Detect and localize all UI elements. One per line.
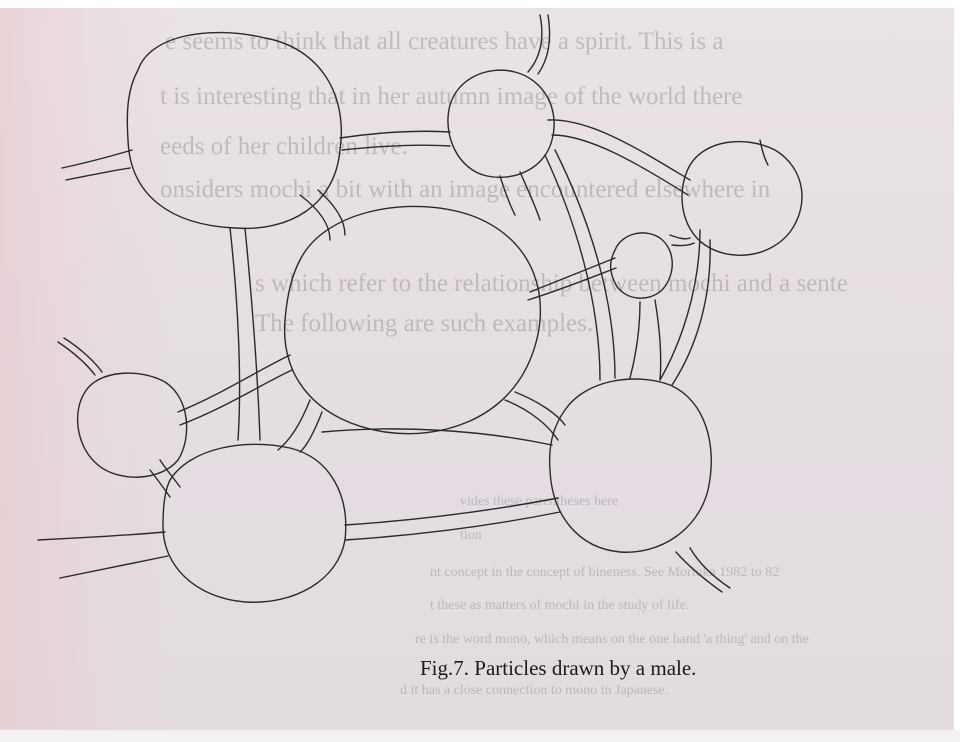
tail — [57, 341, 96, 376]
strand — [544, 154, 601, 381]
tail — [537, 14, 551, 75]
strand — [177, 354, 291, 413]
bleed-line: e seems to think that all creatures have… — [165, 28, 724, 55]
strand — [669, 234, 691, 240]
bleed-line: t these as matters of mochi in the study… — [430, 598, 690, 613]
bleed-line: d it has a close connection to mono in J… — [400, 683, 669, 698]
bleed-line: The following are such examples. — [255, 310, 594, 337]
strand — [519, 171, 541, 221]
strand — [547, 119, 691, 181]
tail — [689, 547, 731, 589]
strand — [344, 497, 559, 526]
particle-bottom-right — [548, 378, 712, 553]
strand — [659, 229, 701, 381]
strand — [514, 391, 566, 426]
strand — [299, 411, 323, 453]
strand — [554, 149, 616, 379]
bleed-line: onsiders mochi a bit with an image encou… — [160, 176, 771, 203]
strand — [504, 399, 559, 441]
tail — [527, 14, 543, 73]
tail — [65, 167, 131, 181]
particle-top-left — [126, 31, 342, 230]
strand — [551, 134, 689, 196]
strand — [339, 130, 451, 139]
tail — [37, 531, 166, 541]
strand — [244, 227, 261, 441]
strand — [344, 511, 561, 541]
figure-caption: Fig.7. Particles drawn by a male. — [420, 656, 697, 680]
strand — [277, 399, 311, 451]
scan-top-border — [0, 0, 960, 8]
particle-bottom-left — [162, 443, 347, 603]
strand — [229, 227, 241, 441]
strand — [159, 459, 181, 488]
strand — [149, 469, 171, 498]
particle-center-large — [283, 205, 542, 435]
particle-small-right — [609, 232, 673, 299]
strand — [671, 239, 711, 386]
tail — [61, 149, 133, 169]
scan-bottom-border — [0, 730, 960, 742]
tail — [59, 555, 169, 579]
bleed-line: t is interesting that in her autumn imag… — [160, 83, 743, 110]
tail — [63, 337, 103, 373]
strand — [499, 175, 516, 216]
strand — [317, 189, 346, 236]
scan-right-border — [954, 0, 960, 742]
tail — [759, 139, 769, 166]
bleed-line: re is the word mono, which means on the … — [415, 632, 809, 647]
strand — [654, 299, 662, 381]
strand — [527, 267, 617, 301]
strand — [321, 428, 553, 446]
strand — [179, 369, 293, 426]
strand — [299, 194, 331, 241]
strand — [629, 301, 641, 379]
strand — [529, 257, 616, 293]
tail — [675, 551, 723, 593]
strand — [341, 144, 451, 151]
particle-top-right — [681, 140, 803, 256]
particle-left-small — [76, 372, 188, 478]
bleed-line: eeds of her children live. — [160, 133, 408, 160]
particle-top-center — [447, 69, 555, 178]
strand — [671, 242, 695, 247]
bleed-line: tion — [460, 528, 482, 543]
